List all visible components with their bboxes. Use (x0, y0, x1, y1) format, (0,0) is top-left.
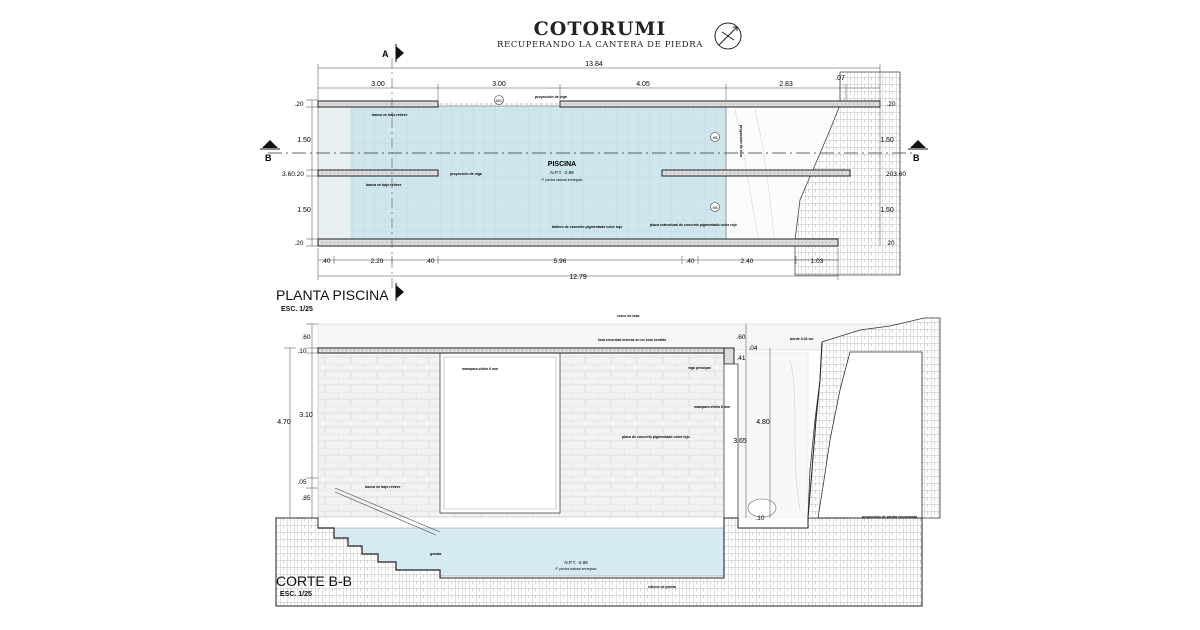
svg-text:M8: M8 (713, 206, 718, 210)
section-title: CORTE B-B (276, 573, 352, 589)
dim-left-4: 1.50 (297, 207, 311, 214)
sec-note-placa: placa de concreto pigmentado color rojo (622, 435, 690, 439)
note-viga-top: proyección de viga (535, 95, 567, 99)
dim-right-3: 203.60 (886, 171, 906, 178)
note-roca-plan: proyección de roca (739, 125, 743, 157)
section-marker-a-bottom (395, 283, 404, 301)
dim-left-1: .20 (294, 101, 303, 108)
sec-note-losa: losa recorrida inversa en un solo sentid… (598, 338, 666, 342)
sec-dim-right-1: .60 (736, 334, 745, 341)
sec-dim-right-5: 3.65 (733, 438, 747, 445)
dim-left-3: 3.60.20 (282, 171, 304, 178)
dim-top-5: .07 (835, 75, 845, 82)
note-tablero: tablero de concreto pigmentado color roj… (552, 225, 622, 229)
note-viga-mid: proyección de viga (450, 172, 482, 176)
plan-top-dimensions (317, 64, 881, 100)
marker-a-top-label: A (382, 49, 389, 59)
section-marker-b-left: B (260, 140, 280, 163)
svg-text:M10: M10 (496, 99, 503, 103)
sec-dim-left-2: .10 (297, 348, 306, 355)
dim-bottom-1: .40 (321, 258, 330, 265)
plan-view: A B B 13.84 3.00 (260, 44, 928, 301)
section-marker-a-top: A (382, 44, 404, 62)
section-rock-face (807, 341, 823, 519)
sec-note-mampara-1: mampara vidrio 6 mm (462, 367, 498, 371)
dim-top-3: 4.05 (636, 81, 650, 88)
sec-dim-left-6: .85 (301, 495, 310, 502)
sec-note-gradas: gradas (430, 552, 442, 556)
note-banca-2: banca en bajo relieve (366, 183, 401, 187)
plan-scale: ESC. 1/25 (281, 306, 313, 313)
pool-label: PISCINA (548, 161, 576, 168)
sec-dim-right-6: .10 (755, 515, 764, 522)
dim-top-2: 3.00 (492, 81, 506, 88)
sec-dim-left-4: 4.70 (277, 419, 291, 426)
sheet-title: COTORUMI (533, 18, 667, 40)
sec-note-banca: banca en bajo relieve (365, 485, 400, 489)
dim-top-4: 2.83 (779, 81, 793, 88)
north-arrow-icon (714, 22, 742, 50)
sec-note-mampara-2: mampara vidrio 6 mm (694, 405, 730, 409)
dim-bottom-overall: 12.79 (569, 274, 587, 281)
sec-dim-left-1: .60 (301, 334, 310, 341)
dim-bottom-4: 5.96 (554, 258, 567, 265)
dim-bottom-6: 2.40 (741, 258, 754, 265)
section-steps (318, 527, 441, 578)
dim-left-5: .20 (294, 240, 303, 247)
tag-m8b: M8 (710, 202, 720, 212)
section-left-dimensions (284, 323, 318, 519)
section-main-beam (723, 347, 735, 365)
tag-m10: M10 (494, 95, 504, 105)
section-right-wall (737, 352, 809, 518)
note-placa: placa estructural de concreto pigmentado… (650, 223, 737, 227)
section-bench-line (334, 487, 441, 533)
section-boulder (747, 498, 777, 518)
dim-right-4: 1.50 (880, 207, 894, 214)
dim-left-2: 1.50 (297, 137, 311, 144)
section-scale: ESC. 1/25 (280, 591, 312, 598)
pool-note-plan: P. piedra natural enrrejado (542, 178, 583, 182)
sec-dim-left-3: 3.10 (299, 412, 313, 419)
tag-m8a: M8 (710, 132, 720, 142)
beam-top-right (559, 100, 881, 108)
sec-note-roca: proyección de piedra encontrada (862, 515, 917, 519)
plan-bottom-dimensions (317, 248, 839, 280)
dim-bottom-3: .40 (425, 258, 434, 265)
plan-left-dimensions (306, 99, 318, 247)
dim-right-1: .20 (886, 101, 895, 108)
beam-mid-right (661, 169, 851, 177)
dim-top-1: 3.00 (371, 81, 385, 88)
pool-level-section: N.P.T. -2.88 (564, 560, 588, 565)
dim-bottom-7: 1.03 (811, 258, 824, 265)
dim-right-5: 20 (887, 240, 895, 247)
section-view: .60 .10 3.10 4.70 .05 .85 .60 .04 .41 4.… (275, 314, 941, 607)
sec-note-cerco: cerco de losa (617, 314, 639, 318)
note-banca-1: banca en bajo relieve (372, 113, 407, 117)
sec-dim-left-5: .05 (297, 479, 306, 486)
svg-text:M8: M8 (713, 136, 718, 140)
dim-top-overall: 13.84 (585, 61, 603, 68)
section-right-dimensions (745, 324, 771, 518)
marker-b-left-label: B (265, 153, 272, 163)
pool-level-plan: N.P.T. -2.88 (550, 170, 574, 175)
sheet-subtitle: RECUPERANDO LA CANTERA DE PIEDRA (497, 40, 703, 50)
section-rock-right (807, 317, 941, 519)
marker-b-right-label: B (913, 153, 920, 163)
sec-dim-right-2: .04 (748, 345, 757, 352)
section-marker-b-right: B (908, 140, 928, 163)
dim-bottom-5: .40 (685, 258, 694, 265)
section-window (439, 352, 561, 514)
sec-note-relleno: relleno de piedra (648, 585, 676, 589)
sec-note-viga: viga principal (688, 366, 711, 370)
sec-dim-right-4: 4.80 (756, 419, 770, 426)
sec-dim-right-3: .41 (736, 355, 745, 362)
plan-title: PLANTA PISCINA (276, 287, 389, 303)
pool-note-section: P. piedra natural enrrejado (556, 567, 597, 571)
dim-right-2: 1.50 (880, 137, 894, 144)
sec-note-borde: borde 0.04 cm (790, 337, 814, 341)
dim-bottom-2: 2.20 (371, 258, 384, 265)
